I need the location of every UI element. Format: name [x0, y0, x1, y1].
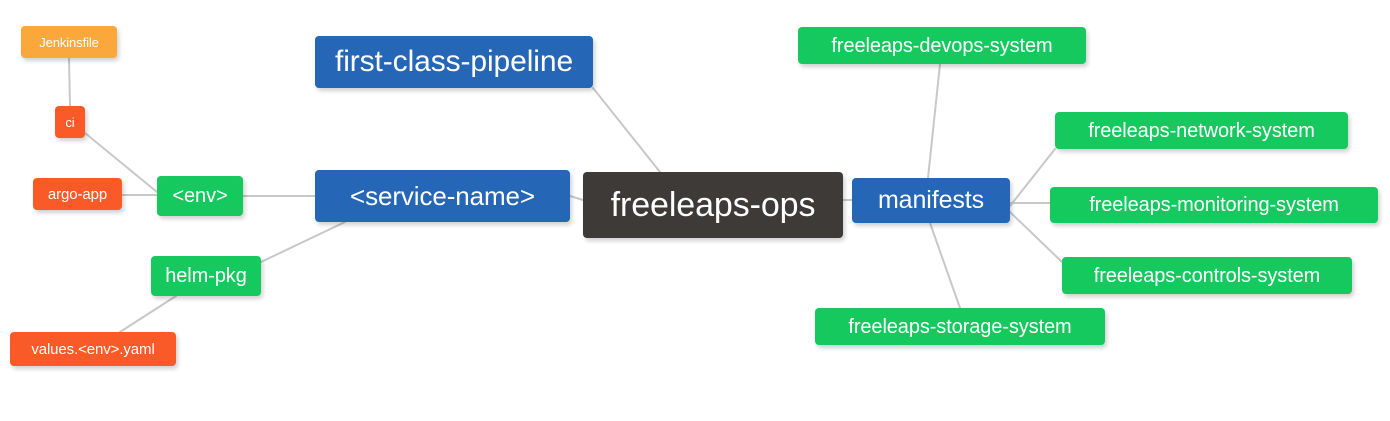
node-env-label: <env>	[172, 185, 228, 207]
edge-jenkinsfile-ci	[68, 57, 71, 107]
node-freeleaps-devops-system-label: freeleaps-devops-system	[831, 34, 1053, 57]
node-service-name[interactable]: <service-name>	[315, 170, 570, 222]
node-freeleaps-network-system-label: freeleaps-network-system	[1088, 119, 1315, 142]
node-env[interactable]: <env>	[157, 176, 243, 216]
node-freeleaps-monitoring-system[interactable]: freeleaps-monitoring-system	[1050, 187, 1378, 223]
node-jenkinsfile[interactable]: Jenkinsfile	[21, 26, 117, 58]
node-manifests-label: manifests	[877, 186, 985, 214]
node-helm-pkg[interactable]: helm-pkg	[151, 256, 261, 296]
node-helm-pkg-label: helm-pkg	[165, 265, 247, 287]
node-freeleaps-monitoring-system-label: freeleaps-monitoring-system	[1089, 194, 1339, 216]
node-first-class-pipeline[interactable]: first-class-pipeline	[315, 36, 593, 88]
node-freeleaps-storage-system-label: freeleaps-storage-system	[848, 315, 1072, 338]
node-argo-app[interactable]: argo-app	[33, 178, 122, 210]
node-freeleaps-ops-label: freeleaps-ops	[610, 186, 816, 224]
edge-manifests-storage	[929, 222, 961, 309]
node-values-yaml[interactable]: values.<env>.yaml	[10, 332, 176, 366]
node-service-name-label: <service-name>	[349, 181, 536, 211]
node-freeleaps-network-system[interactable]: freeleaps-network-system	[1055, 112, 1348, 149]
node-manifests[interactable]: manifests	[852, 178, 1010, 223]
edge-service-name-root	[569, 195, 584, 201]
edge-first-class-root	[592, 87, 661, 173]
node-freeleaps-devops-system[interactable]: freeleaps-devops-system	[798, 27, 1086, 64]
node-argo-app-label: argo-app	[47, 185, 108, 203]
edge-values-yaml-helm-pkg	[119, 295, 177, 333]
node-freeleaps-controls-system[interactable]: freeleaps-controls-system	[1062, 257, 1352, 294]
edge-helm-pkg-service-name	[260, 221, 346, 263]
node-first-class-pipeline-label: first-class-pipeline	[334, 45, 574, 78]
node-freeleaps-ops-root[interactable]: freeleaps-ops	[583, 172, 843, 238]
node-freeleaps-controls-system-label: freeleaps-controls-system	[1093, 264, 1321, 287]
node-jenkinsfile-label: Jenkinsfile	[39, 34, 99, 50]
node-ci-label: ci	[65, 114, 75, 130]
edge-manifests-network	[1009, 148, 1056, 207]
node-values-yaml-label: values.<env>.yaml	[31, 340, 155, 358]
node-freeleaps-storage-system[interactable]: freeleaps-storage-system	[815, 308, 1105, 345]
node-ci[interactable]: ci	[55, 106, 85, 138]
edge-manifests-devops	[927, 63, 941, 179]
